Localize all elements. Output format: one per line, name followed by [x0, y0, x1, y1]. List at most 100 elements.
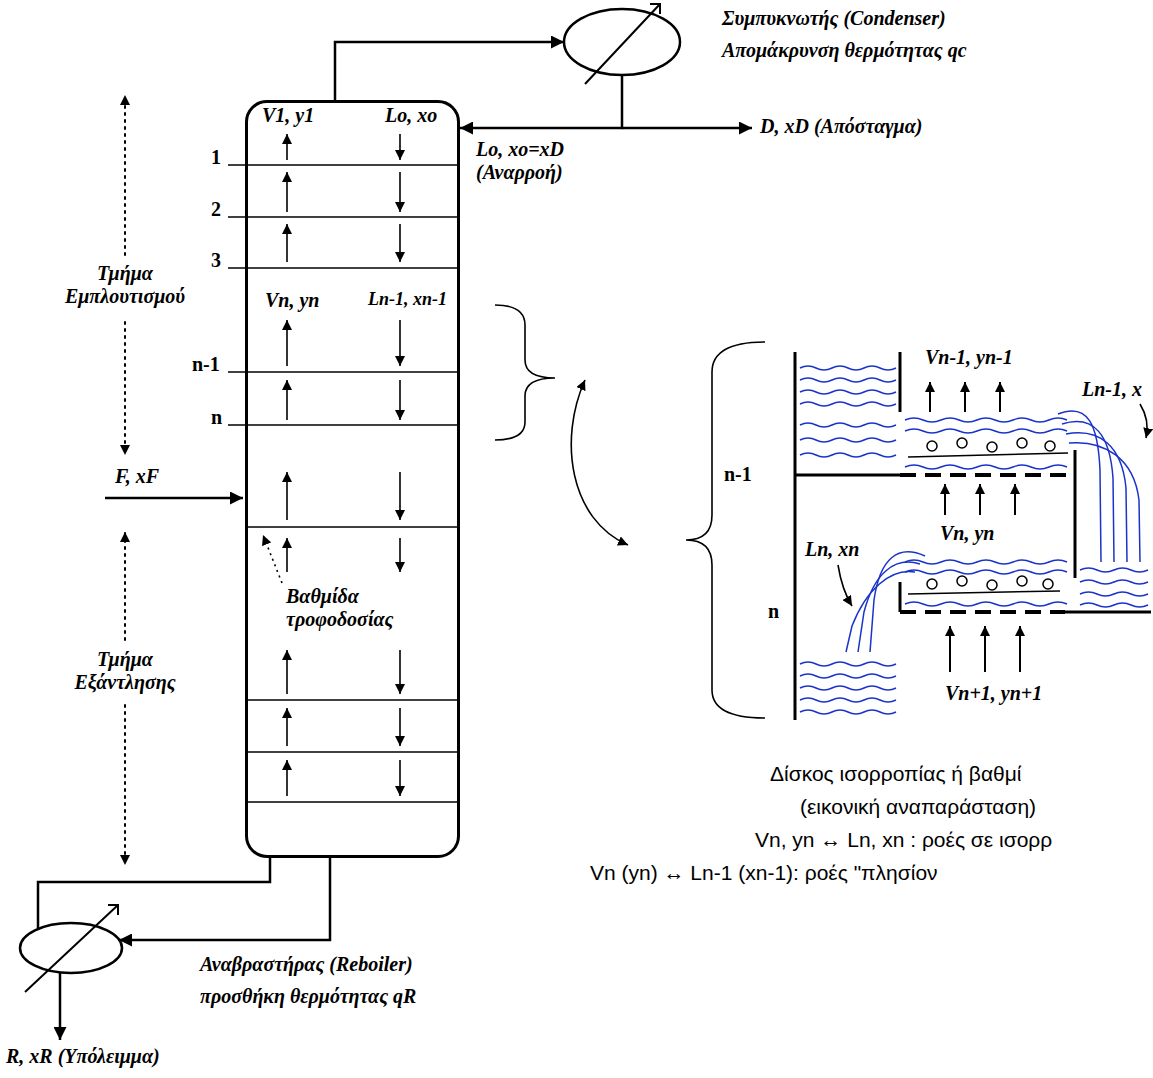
flow-arrow [286, 760, 288, 796]
vapour-bubble [1043, 579, 1053, 589]
stream-label: Vn-1, yn-1 [925, 346, 1013, 369]
sieve-plate [900, 610, 1065, 614]
stream-label: Lo, xo=xD (Αναρροή) [476, 138, 611, 184]
liquid [1066, 433, 1127, 562]
liquid [905, 429, 1067, 433]
flow-arrow [286, 134, 288, 160]
reboiler-symbol-outline [18, 921, 124, 975]
flow-arrow [286, 650, 288, 694]
vapour-arrow [949, 626, 951, 672]
bracket [495, 305, 765, 718]
reboiler-symbol-outline [20, 923, 122, 973]
sieve-plate [900, 475, 1075, 612]
vapour-bubble [927, 441, 937, 451]
tray-line [246, 801, 459, 803]
tray-wall [899, 582, 902, 612]
condenser-symbol-outline [564, 9, 680, 75]
liquid [800, 366, 896, 370]
vapour-arrow [999, 382, 1001, 412]
liquid [800, 698, 896, 702]
liquid [1069, 443, 1140, 562]
caption-line: Vn (yn) ↔ Ln-1 (xn-1): ροές "πλησίον [590, 861, 938, 885]
flow-arrow [399, 172, 401, 212]
zoom-arrow [571, 380, 628, 545]
tray-wall [795, 352, 1151, 720]
liquid-pointer [1140, 404, 1147, 438]
condenser-symbol-outline [562, 7, 682, 77]
sieve-plate [900, 473, 1075, 477]
liquid [800, 686, 896, 690]
liquid-pointer [838, 404, 1147, 606]
stream-label: Vn+1, yn+1 [945, 682, 1042, 705]
vapour-bubble [1045, 441, 1055, 451]
liquid [800, 366, 1148, 714]
flow-arrow [399, 380, 401, 420]
vapour-bubble [908, 591, 1060, 594]
flow-arrow [286, 708, 288, 746]
liquid [800, 423, 896, 427]
liquid [800, 674, 896, 678]
stream-line [38, 858, 270, 929]
tray-line [228, 267, 459, 269]
vapour-arrow [1019, 626, 1021, 672]
tray-number: n-1 [724, 463, 752, 486]
stream-label: D, xD (Απόσταγμα) [760, 115, 922, 138]
liquid [905, 570, 1067, 574]
vapour-bubble [987, 580, 997, 590]
flow-arrow [286, 320, 288, 366]
feed-tray-pointer [263, 535, 282, 583]
stream-label: Ln-1, x [1082, 378, 1142, 401]
bracket [495, 305, 555, 440]
tray-number: 1 [211, 146, 221, 169]
vapour-bubble [908, 438, 1068, 594]
liquid [870, 552, 925, 652]
flow-arrow [287, 134, 400, 796]
vapour-arrow [930, 382, 1020, 672]
process-stream [105, 497, 243, 500]
liquid [858, 562, 920, 652]
flow-arrow [286, 224, 288, 262]
stream-label: Lo, xo [385, 104, 437, 127]
process-stream [622, 127, 752, 130]
section-arrow [124, 705, 126, 865]
caption-line: Δίσκος ισορροπίας ή βαθμί [770, 762, 1022, 786]
flow-arrow [286, 380, 288, 420]
stream-label: V1, y1 [262, 104, 314, 127]
liquid [800, 438, 896, 442]
vapour-bubble [957, 438, 967, 448]
caption-line: (εικονική αναπαράσταση) [800, 795, 1036, 819]
distillation-column: V1, y1Lo, xoVn, ynLn-1, xn-1 [245, 100, 460, 858]
flow-arrow [286, 472, 288, 520]
vapour-bubble [987, 442, 997, 452]
liquid [800, 390, 896, 394]
vapour-arrow [964, 382, 966, 412]
tray-line [228, 165, 459, 802]
tray-wall [794, 352, 797, 720]
stream-label: Ln-1, xn-1 [368, 289, 447, 310]
tray-number: 3 [211, 249, 221, 272]
condenser-symbol: Συμπυκνωτής (Condenser)Απομάκρυνση θερμό… [562, 7, 682, 77]
flow-arrow [399, 708, 401, 746]
flow-arrow [399, 538, 401, 572]
equipment-label: προσθήκη θερμότητας qR [200, 985, 416, 1008]
liquid [800, 662, 896, 666]
stream-line [119, 858, 330, 940]
stream-label: F, xF [115, 465, 159, 488]
liquid [905, 465, 1067, 469]
tray-line [246, 526, 459, 528]
vapour-bubble [1017, 576, 1027, 586]
liquid [905, 602, 1067, 606]
section-label: Τμήμα Εμπλουτισμού [50, 262, 200, 308]
section-arrow [124, 95, 126, 255]
section-arrow [124, 322, 126, 455]
feed-tray-label: Βαθμίδα τροφοδοσίας [286, 585, 436, 631]
liquid [800, 378, 896, 382]
reboiler-symbol: Αναβραστήρας (Reboiler)προσθήκη θερμότητ… [18, 921, 124, 975]
caption-line: Vn, yn ↔ Ln, xn : ροές σε ισορρ [755, 828, 1052, 852]
process-stream [59, 972, 62, 1040]
tray-wall [899, 352, 902, 412]
stream-label: R, xR (Υπόλειμμα) [6, 1045, 160, 1068]
liquid [800, 710, 896, 714]
